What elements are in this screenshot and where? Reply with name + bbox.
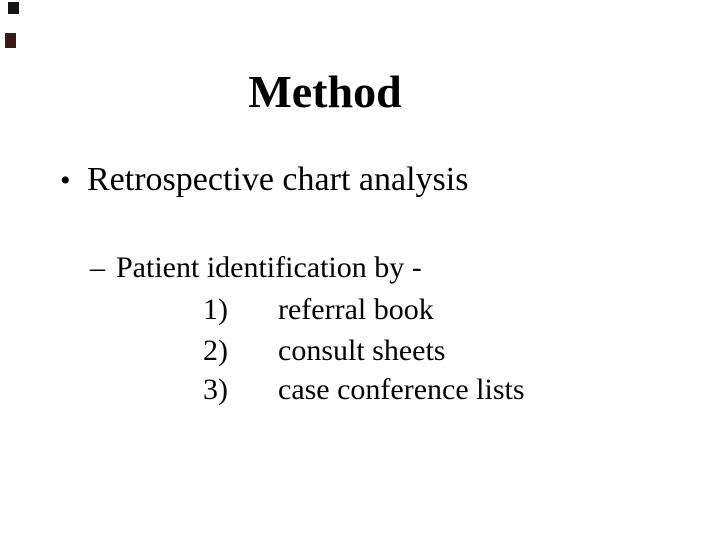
item-number: 1) [203, 293, 228, 326]
bullet-item: • Retrospective chart analysis [60, 163, 468, 197]
numbered-item: 2) consult sheets [203, 336, 445, 366]
item-text: case conference lists [278, 373, 525, 406]
item-number: 2) [203, 334, 228, 367]
sub-bullet-item: –Patient identification by - [90, 253, 422, 283]
sub-bullet-text: Patient identification by - [116, 251, 422, 284]
numbered-item: 3) case conference lists [203, 375, 525, 405]
scan-artifact-bottom [5, 33, 16, 48]
item-number: 3) [203, 373, 228, 406]
slide-title: Method [248, 66, 402, 117]
item-text: referral book [278, 293, 434, 326]
scan-artifact-top [8, 2, 19, 14]
bullet-text: Retrospective chart analysis [87, 161, 469, 198]
item-text: consult sheets [278, 334, 446, 367]
dash-marker: – [90, 251, 105, 284]
bullet-marker: • [60, 164, 71, 197]
numbered-item: 1) referral book [203, 295, 434, 325]
